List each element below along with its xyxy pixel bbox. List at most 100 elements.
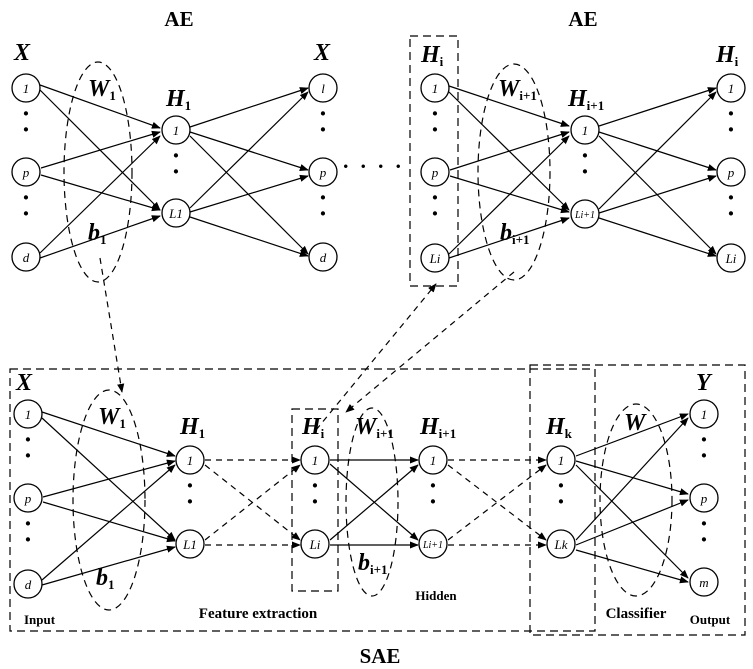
sae-output-node-label: p (700, 491, 708, 506)
ae1-hidden-node (161, 198, 191, 228)
sae-hi-node-label: 1 (312, 453, 319, 468)
ae2-input-label: Hi (420, 42, 444, 69)
ae1-hidden-label: H1 (165, 86, 191, 113)
sae-output-ellipsis: · (700, 525, 709, 554)
ae1-output-ellipsis: · (319, 199, 328, 228)
ae1-input-node (11, 242, 41, 272)
ae1-input-ellipsis: · (22, 183, 31, 212)
sae-hi-node (300, 529, 330, 559)
ae2-input-node (420, 73, 450, 103)
ae2-output-node-label: 1 (728, 81, 735, 96)
ae1-output-ellipsis: · (319, 183, 328, 212)
sae-hi1-label: Hi+1 (419, 414, 456, 441)
ae1-input-ellipsis: · (22, 99, 31, 128)
sae-hi1-node-label: Li+1 (422, 540, 443, 551)
sae-hk-node (546, 529, 576, 559)
ae1-input-ellipsis: · (22, 199, 31, 228)
sae-w-ellipse (599, 403, 673, 597)
ae-sequence-ellipsis: · · · · (341, 150, 403, 183)
ae1-bias-label: b1 (88, 220, 107, 247)
sae-hk-ellipsis: · (557, 487, 566, 516)
sae-input-node (13, 569, 43, 599)
ae2-output-ellipsis: · (727, 183, 736, 212)
ae1-input-label: X (13, 40, 31, 66)
ae1-output-ellipsis: · (319, 99, 328, 128)
ae1-input-ellipsis: · (22, 115, 31, 144)
ae1-hidden-ellipsis: · (172, 141, 181, 170)
ae1-hidden-node (161, 115, 191, 145)
sae-hk-node-label: Lk (554, 537, 568, 552)
ae1-input-node-label: p (22, 165, 30, 180)
ae2-input-node-label: p (431, 165, 439, 180)
sae-output-ellipsis: · (700, 441, 709, 470)
sae-to-ae2-arrow (315, 283, 437, 431)
ae2-hidden-node-label: Li+1 (574, 210, 595, 221)
sae-input-ellipsis: · (24, 509, 33, 538)
sae-input-ellipsis: · (24, 525, 33, 554)
ae1-output-label: X (313, 40, 331, 66)
sae-hk-node (546, 445, 576, 475)
sae-output-node (689, 567, 719, 597)
ae1-input-node-label: 1 (23, 81, 30, 96)
sae-hi-box (291, 408, 339, 592)
sae-hi1-node (418, 445, 448, 475)
sae-hk-ellipsis: · (557, 471, 566, 500)
ae2-output-label: Hi (715, 42, 739, 69)
ae1-output-node (308, 242, 338, 272)
ae1-output-node-label: l (321, 81, 325, 96)
sae-input-node-label: p (24, 491, 32, 506)
sae-output-node-label: 1 (701, 407, 708, 422)
ae2-output-ellipsis: · (727, 115, 736, 144)
ae1-input-node (11, 157, 41, 187)
ae2-input-node (420, 157, 450, 187)
sae-output-node-label: m (699, 575, 708, 590)
ae2-hidden-node (570, 199, 600, 229)
sae-h1-label: H1 (179, 414, 205, 441)
ae-title-right: AE (568, 7, 597, 31)
ae1-input-node-label: d (23, 250, 30, 265)
ae2-input-ellipsis: · (431, 115, 440, 144)
sae-hk-layer: 1 Lk · · (546, 445, 576, 559)
ae1-input-layer: 1 p d · · · · (11, 73, 41, 272)
sae-hi-ellipsis: · (311, 471, 320, 500)
ae2-output-ellipsis: · (727, 99, 736, 128)
sae-h1-ellipsis: · (186, 471, 195, 500)
ae2-hidden-ellipsis: · (581, 141, 590, 170)
sae-input-ellipsis: · (24, 441, 33, 470)
sae-hi1-node-label: 1 (430, 453, 437, 468)
ae1-output-node (308, 157, 338, 187)
ae1-output-layer: l p d · · · · (308, 73, 338, 272)
sae-hk-node-label: 1 (558, 453, 565, 468)
sae-input-node-label: d (25, 577, 32, 592)
caption-classifier: Classifier (606, 606, 667, 622)
ae2-to-sae-arrow (345, 271, 515, 413)
sae-h1-node-label: L1 (182, 537, 197, 552)
ae2-output-node-label: p (727, 165, 735, 180)
sae-wi-label: Wi+1 (355, 414, 394, 441)
ae1-hidden-node-label: L1 (168, 206, 183, 221)
ae2-input-node (420, 243, 450, 273)
sae-title: SAE (360, 644, 401, 668)
sae-output-label: Y (696, 370, 713, 396)
sae-hi-node (300, 445, 330, 475)
ae1-to-sae-arrow (99, 257, 125, 393)
ae2-input-ellipsis: · (431, 99, 440, 128)
ae2-bias-label: bi+1 (500, 220, 530, 247)
sae-hi1-node (418, 529, 448, 559)
ae1-input-node (11, 73, 41, 103)
caption-feature-extraction: Feature extraction (199, 606, 318, 622)
ae2-input-layer: 1 p Li · · · · (420, 73, 450, 273)
ae2-input-ellipsis: · (431, 183, 440, 212)
sae-h1-ellipsis: · (186, 487, 195, 516)
sae-input-node (13, 399, 43, 429)
sae-hk-label: Hk (545, 414, 573, 441)
sae-hi-ellipsis: · (311, 487, 320, 516)
ae2-weight-label: Wi+1 (498, 76, 537, 103)
sae-edges (41, 411, 689, 586)
ae2-input-box (409, 35, 459, 287)
sae-h1-node (175, 529, 205, 559)
ae2-hidden-node-label: 1 (582, 123, 589, 138)
sae-hi-node-label: Li (309, 537, 321, 552)
ae2-hidden-label: Hi+1 (567, 86, 604, 113)
